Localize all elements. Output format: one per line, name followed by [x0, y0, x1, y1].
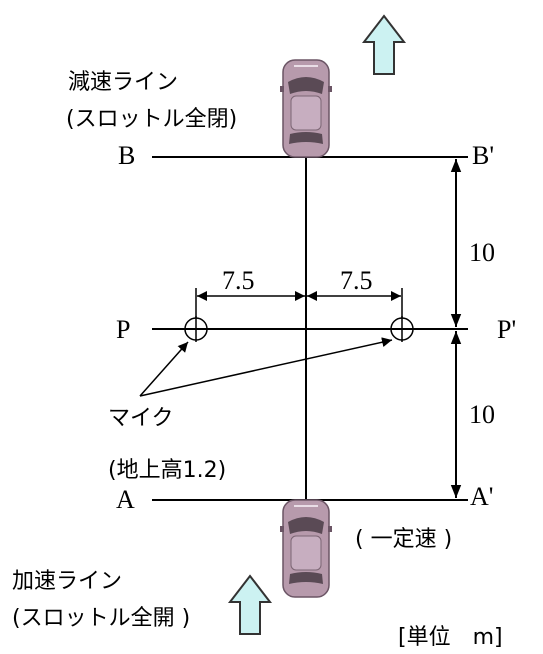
up-arrow-icon	[229, 575, 271, 635]
dim-mic-right-label: 7.5	[340, 266, 373, 295]
microphone-crosshair-icon	[390, 316, 414, 342]
up-arrow-icon	[363, 15, 405, 75]
point-p-prime-label: P'	[497, 315, 517, 344]
car-icon	[279, 499, 333, 598]
accel-note-label: (スロットル全開 )	[12, 606, 191, 631]
microphone-crosshair-icon	[184, 316, 208, 342]
mic-pointer-left	[139, 341, 189, 397]
dim-mic-left-label: 7.5	[222, 266, 255, 295]
car-icon	[279, 59, 333, 158]
dim-b-p-label: 10	[469, 238, 495, 267]
point-b-prime-label: B'	[472, 141, 495, 170]
mic-label: マイク	[108, 406, 174, 431]
constant-speed-label: ( 一定速 )	[355, 527, 453, 552]
mic-height-label: (地上高1.2)	[108, 458, 227, 483]
decel-line-label: 減速ライン	[68, 70, 179, 95]
mic-pointer-right	[139, 337, 393, 397]
point-a-prime-label: A'	[470, 482, 494, 511]
accel-line-label: 加速ライン	[12, 569, 123, 594]
point-b-label: B	[118, 141, 136, 170]
decel-note-label: (スロットル全閉)	[66, 107, 238, 132]
point-a-label: A	[116, 485, 135, 514]
unit-label: [単位 m]	[398, 625, 503, 650]
dim-p-a-label: 10	[469, 400, 495, 429]
point-p-label: P	[116, 315, 131, 344]
